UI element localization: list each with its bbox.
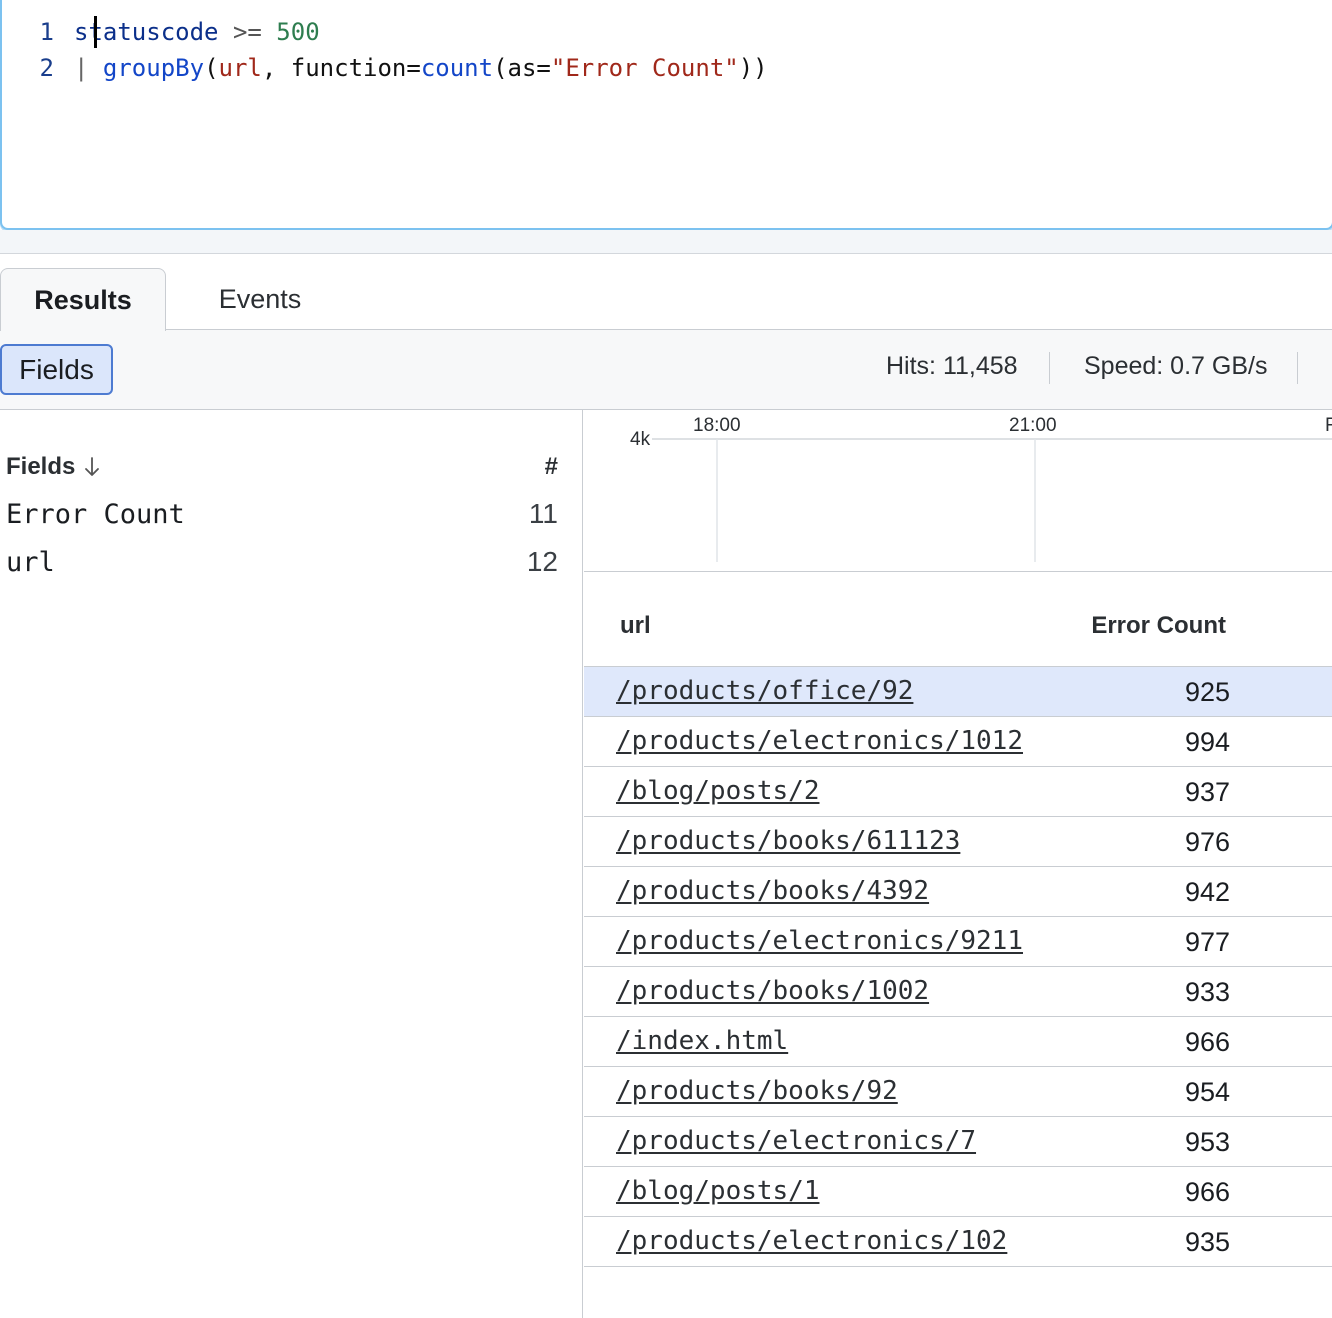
fields-header-label: Fields [6, 453, 76, 480]
url-cell-link[interactable]: /products/electronics/102 [616, 1226, 1008, 1256]
code-token: ( [204, 54, 219, 82]
x-tick-label: 18:00 [693, 415, 741, 436]
url-cell-link[interactable]: /products/electronics/9211 [616, 926, 1023, 956]
fields-header: Fields # [6, 452, 558, 482]
code-token: url [218, 54, 262, 82]
table-row[interactable]: /products/office/92 925 [584, 667, 1332, 717]
url-cell-link[interactable]: /products/books/92 [616, 1076, 898, 1106]
url-cell-link[interactable]: /blog/posts/1 [616, 1176, 820, 1206]
error-count-cell: 954 [1184, 1077, 1230, 1107]
url-cell-link[interactable]: /products/books/4392 [616, 876, 930, 906]
x-tick-label-cut: F [1325, 415, 1332, 436]
field-count: 11 [528, 498, 558, 529]
count-header[interactable]: # [544, 453, 558, 480]
sort-down-arrow-icon [85, 457, 100, 476]
code-token: | [74, 54, 103, 82]
time-chart[interactable]: 4k 18:00 21:00 F [584, 410, 1332, 572]
field-name: Error Count [6, 498, 185, 530]
field-name: url [6, 546, 55, 578]
code-token: )) [738, 54, 768, 82]
speed-stat: Speed: 0.7 GB/s [1084, 352, 1268, 380]
code-line-1[interactable]: 1 statuscode >= 500 [2, 14, 320, 50]
error-count-cell: 933 [1184, 977, 1230, 1007]
error-count-cell: 925 [1184, 677, 1230, 707]
error-count-cell: 942 [1184, 877, 1230, 907]
code-token: , function= [261, 54, 421, 82]
table-row[interactable]: /blog/posts/1 966 [584, 1167, 1332, 1217]
code-token: statuscode [74, 18, 219, 46]
code-text[interactable]: statuscode >= 500 [74, 18, 320, 46]
error-count-cell: 937 [1184, 777, 1230, 807]
code-token: 500 [276, 18, 320, 46]
code-token: count [420, 54, 494, 82]
query-editor[interactable]: 1 statuscode >= 500 2 | groupBy(url, fun… [0, 0, 1332, 230]
hits-stat: Hits: 11,458 [886, 352, 1018, 380]
results-tabs: Results Events [0, 254, 1332, 331]
column-header-error-count[interactable]: Error Count [1091, 612, 1226, 639]
code-token: "Error Count" [550, 54, 739, 82]
divider [1297, 352, 1298, 384]
url-cell-link[interactable]: /products/office/92 [616, 676, 914, 706]
url-cell-link[interactable]: /products/books/1002 [616, 976, 930, 1006]
field-row-error-count[interactable]: Error Count 11 [6, 492, 558, 536]
fields-panel: Fields # Error Count 11 url 12 [0, 410, 583, 1318]
table-body: /products/office/92 925/products/electron… [584, 667, 1332, 1267]
table-row[interactable]: /products/books/1002 933 [584, 967, 1332, 1017]
text-caret [94, 16, 97, 48]
field-count: 12 [526, 546, 558, 577]
table-header: url Error Count [584, 572, 1332, 667]
fields-sort-header[interactable]: Fields [6, 453, 101, 481]
url-cell-link[interactable]: /index.html [616, 1026, 789, 1056]
error-count-cell: 977 [1184, 927, 1230, 957]
code-token: >= [218, 18, 277, 46]
error-count-cell: 935 [1184, 1227, 1230, 1257]
url-cell-link[interactable]: /products/electronics/1012 [616, 726, 1023, 756]
divider [1049, 352, 1050, 384]
error-count-cell: 966 [1184, 1177, 1230, 1207]
code-token: groupBy [102, 54, 205, 82]
error-count-cell: 953 [1184, 1127, 1230, 1157]
y-tick-label: 4k [630, 429, 651, 450]
line-number: 1 [39, 18, 54, 46]
table-row[interactable]: /blog/posts/2 937 [584, 767, 1332, 817]
table-row[interactable]: /products/electronics/1012 994 [584, 717, 1332, 767]
code-token: (as= [493, 54, 551, 82]
results-toolbar: Fields Hits: 11,458 Speed: 0.7 GB/s [0, 330, 1332, 410]
table-row[interactable]: /products/books/4392 942 [584, 867, 1332, 917]
error-count-cell: 994 [1184, 727, 1230, 757]
line-number: 2 [39, 54, 54, 82]
url-cell-link[interactable]: /blog/posts/2 [616, 776, 820, 806]
tab-events[interactable]: Events [218, 283, 302, 314]
url-cell-link[interactable]: /products/electronics/7 [616, 1126, 977, 1156]
table-row[interactable]: /products/electronics/7 953 [584, 1117, 1332, 1167]
fields-toggle-button[interactable]: Fields [0, 344, 113, 395]
time-chart-svg: 4k 18:00 21:00 F [630, 415, 1332, 562]
table-row[interactable]: /products/books/611123 976 [584, 817, 1332, 867]
field-row-url[interactable]: url 12 [6, 540, 558, 584]
results-panel: 4k 18:00 21:00 F url Error Count /produc… [584, 410, 1332, 1318]
code-text[interactable]: | groupBy(url, function=count(as="Error … [74, 54, 768, 82]
editor-resize-divider[interactable] [0, 230, 1332, 254]
error-count-cell: 976 [1184, 827, 1230, 857]
url-cell-link[interactable]: /products/books/611123 [616, 826, 961, 856]
table-row[interactable]: /products/electronics/9211 977 [584, 917, 1332, 967]
error-count-cell: 966 [1184, 1027, 1230, 1057]
table-row[interactable]: /products/electronics/102 935 [584, 1217, 1332, 1267]
code-line-2[interactable]: 2 | groupBy(url, function=count(as="Erro… [2, 50, 768, 86]
x-tick-label: 21:00 [1009, 415, 1057, 436]
tab-results[interactable]: Results [0, 268, 166, 331]
table-row[interactable]: /products/books/92 954 [584, 1067, 1332, 1117]
column-header-url[interactable]: url [620, 612, 651, 639]
table-row[interactable]: /index.html 966 [584, 1017, 1332, 1067]
